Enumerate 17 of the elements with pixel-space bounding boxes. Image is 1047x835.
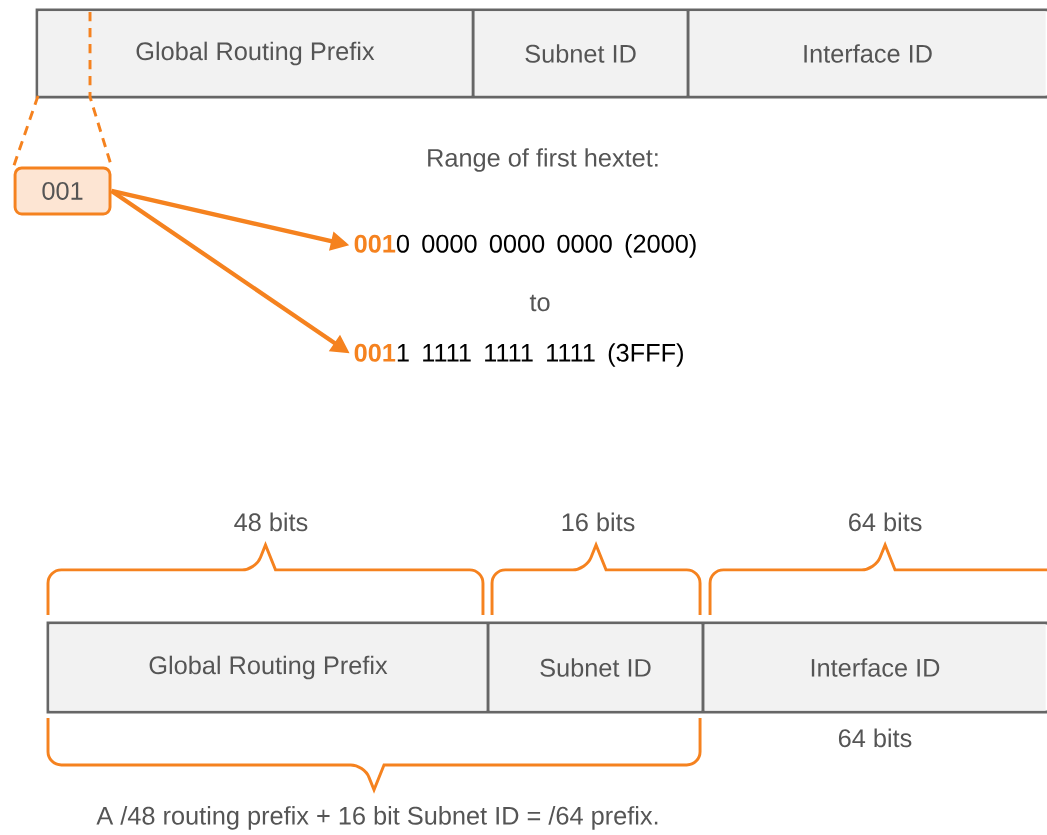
field-cell: Subnet ID [486, 622, 702, 713]
field-cell: Global Routing Prefix [49, 624, 487, 711]
caption-text: A /48 routing prefix + 16 bit Subnet ID = /64 prefix. [96, 806, 658, 830]
heading-text: Range of first hextet: [428, 148, 658, 172]
field-cell: Interface ID [686, 9, 1046, 97]
field-cell: Subnet ID [471, 9, 687, 97]
bit-count-label: 64 bits [849, 512, 922, 532]
connector-text: to [529, 294, 550, 312]
binary-value-text: 0010 0000 0000 0000 (2000) [354, 234, 696, 258]
bits-box: 001 [13, 166, 112, 216]
bit-count-label: 48 bits [234, 512, 308, 532]
field-cell: Global Routing Prefix [38, 11, 472, 96]
bit-count-label: 16 bits [562, 512, 635, 532]
field-cell: Interface ID [701, 622, 1046, 713]
binary-value-text: 0011 1111 1111 1111 (3FFF) [354, 343, 683, 367]
zoom-line [12, 95, 40, 167]
bit-count-label: 64 bits [838, 728, 912, 748]
